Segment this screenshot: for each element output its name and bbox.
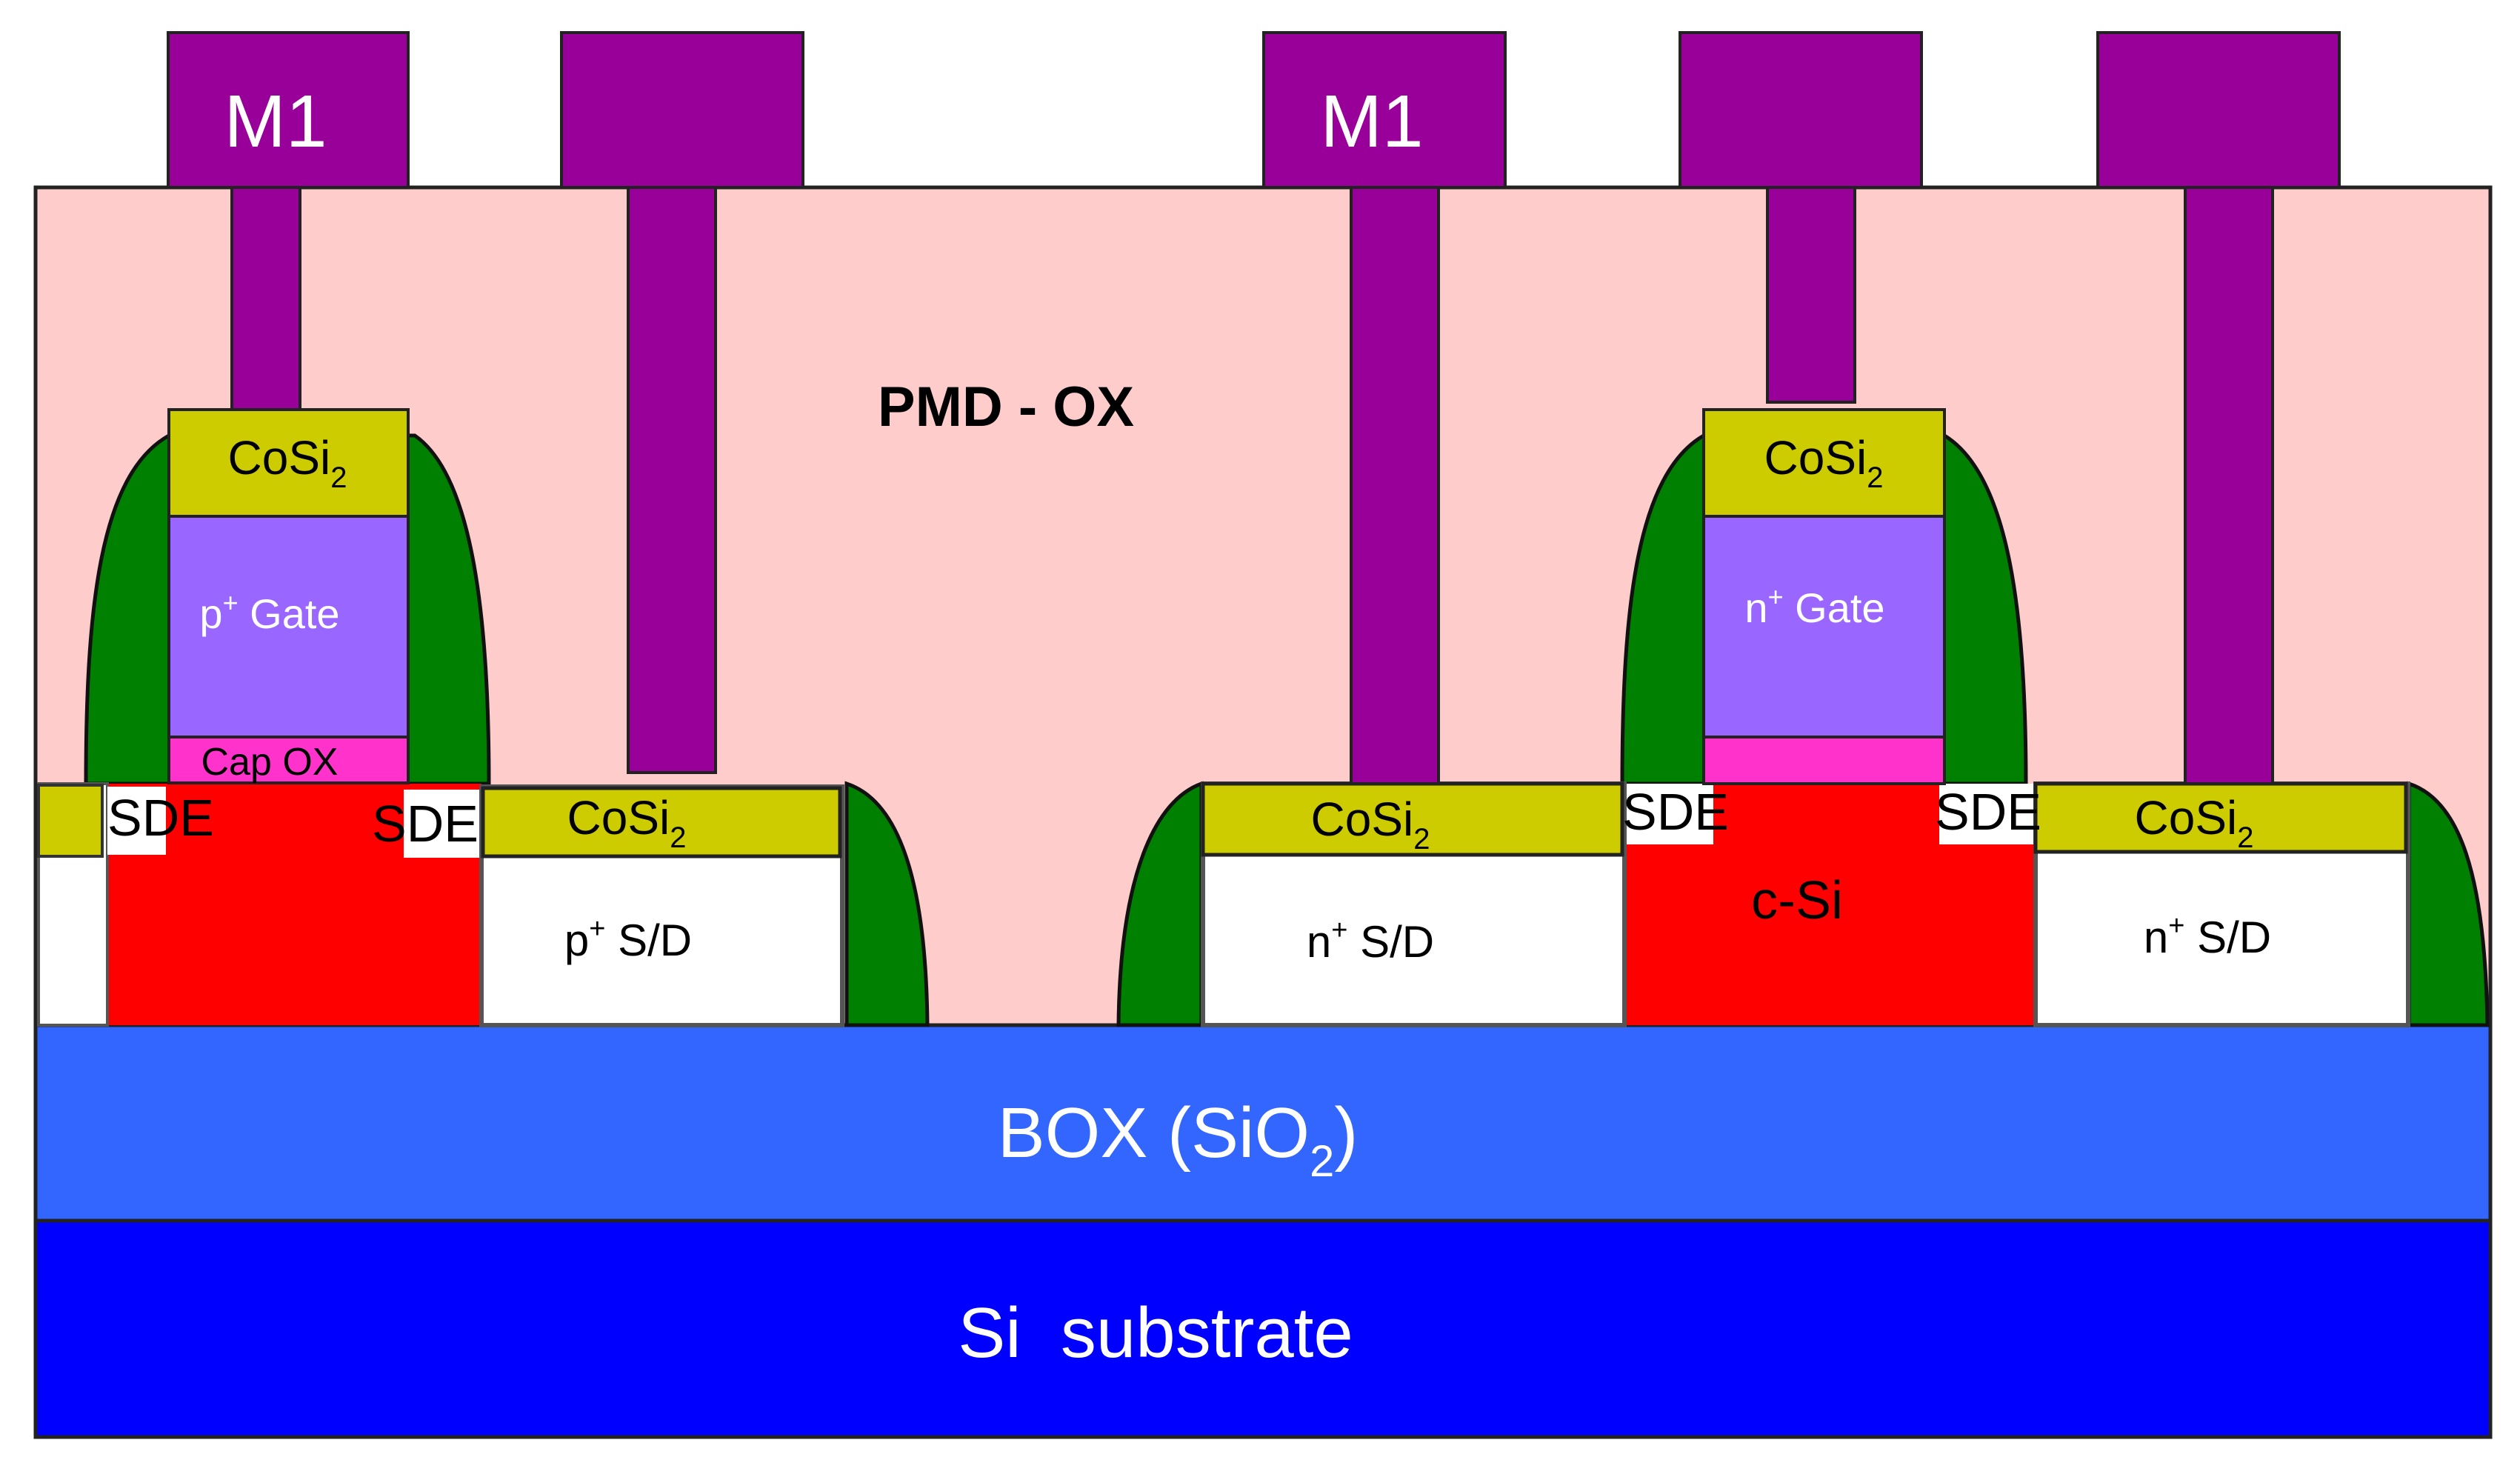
pfet-sd-label: p+ S/D	[564, 913, 692, 965]
nfet-sd-right-silicide	[2033, 781, 2408, 854]
nfet-sde-right-bg	[1939, 784, 2036, 844]
contact-pfet-gate	[230, 186, 301, 411]
pfet-sde-right-label: SDE	[372, 795, 479, 853]
box-oxide-label: BOX (SiO2)	[998, 1093, 1359, 1186]
contact-nfet-sd-left	[1350, 186, 1440, 785]
nfet-sde-right-label: SDE	[1935, 783, 2041, 841]
box-oxide-layer	[33, 1023, 2493, 1223]
nfet-gate	[1702, 515, 1946, 738]
si-substrate-layer	[33, 1218, 2493, 1439]
m1-pad-1	[167, 31, 410, 189]
contact-nfet-sd-right	[2184, 186, 2274, 785]
nfet-sd-left-silicide-label: CoSi2	[1311, 793, 1430, 856]
pfet-gate	[167, 515, 410, 738]
si-substrate-label: Si substrate	[958, 1293, 1353, 1373]
nfet-sde-left-bg	[1624, 784, 1713, 844]
pfet-cap-ox	[167, 736, 410, 784]
nfet-gate-label: n+ Gate	[1744, 581, 1884, 631]
nfet-cap-ox	[1702, 736, 1946, 785]
pfet-gate-silicide-label: CoSi2	[228, 431, 347, 494]
nfet-island-spacer-left	[1116, 781, 1204, 1027]
nfet-sd-left-label: n+ S/D	[1307, 915, 1434, 967]
nfet-channel-label: c-Si	[1751, 871, 1843, 930]
pfet-sde-left-bg	[107, 787, 166, 855]
m1-pad-3	[1262, 31, 1507, 189]
pfet-sde-right-bg	[404, 790, 480, 858]
pfet-sde-left-label: SDE	[107, 789, 214, 847]
nfet-sde-left-label: SDE	[1622, 783, 1729, 841]
nfet-island-spacer-right	[2407, 781, 2490, 1027]
pfet-island-spacer	[844, 781, 930, 1027]
m1-pad-2	[560, 31, 804, 189]
pfet-sd-silicide-label: CoSi2	[567, 791, 687, 854]
m1-pad-5	[2096, 31, 2341, 189]
pmd-oxide-label: PMD - OX	[878, 376, 1135, 439]
contact-nfet-gate	[1766, 186, 1856, 404]
pfet-sd-right-silicide	[481, 786, 842, 858]
m1-label-left: M1	[224, 80, 327, 163]
pfet-sd-left-silicide	[37, 784, 104, 858]
pfet-gate-label: p+ Gate	[199, 587, 339, 637]
nfet-sd-right-silicide-label: CoSi2	[2135, 791, 2254, 854]
nfet-gate-silicide	[1702, 408, 1946, 518]
m1-pad-4	[1679, 31, 1923, 189]
m1-label-right: M1	[1321, 80, 1424, 163]
pfet-cap-ox-label: Cap OX	[201, 741, 339, 784]
pfet-gate-silicide	[167, 408, 410, 518]
nfet-gate-silicide-label: CoSi2	[1764, 431, 1884, 494]
contact-pfet-sd	[627, 186, 717, 774]
nfet-sd-left-silicide	[1201, 781, 1624, 857]
nfet-sd-right-label: n+ S/D	[2144, 910, 2271, 962]
